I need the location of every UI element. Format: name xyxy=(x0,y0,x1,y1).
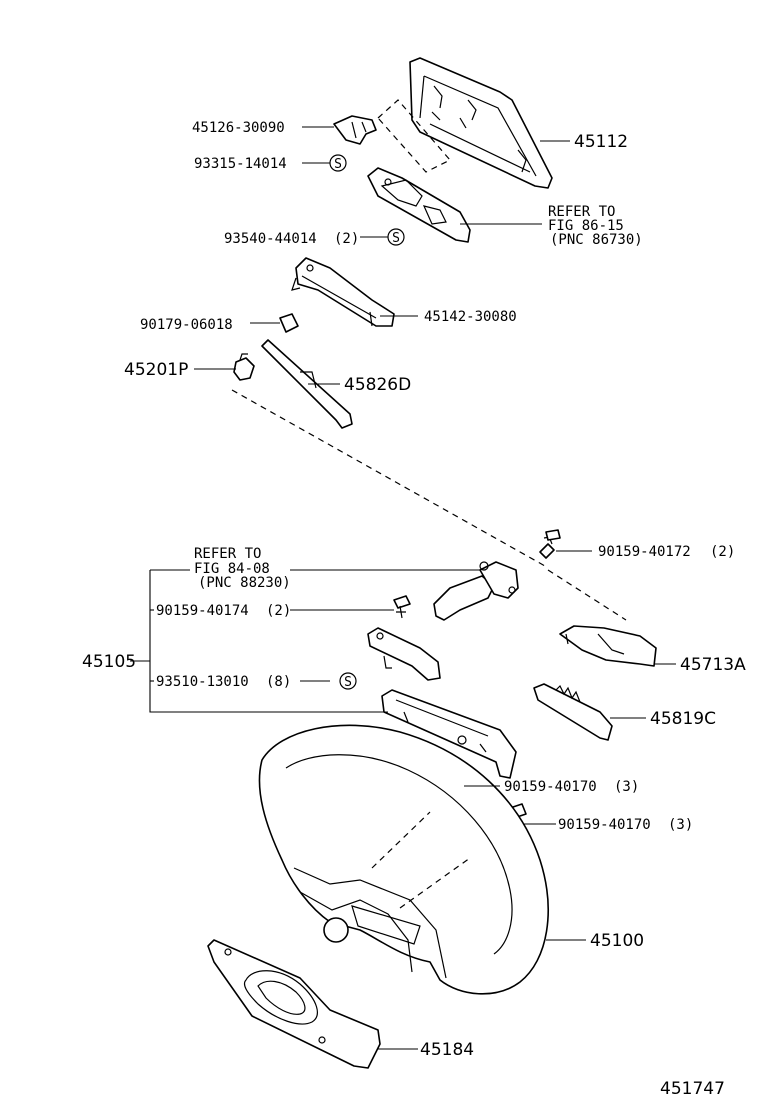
label-93510-13010: 93510-13010 xyxy=(156,674,249,690)
switch-45819c[interactable] xyxy=(533,683,613,741)
label-90159-40170-a: 90159-40170 xyxy=(504,779,597,795)
steering-wheel-45100[interactable] xyxy=(258,724,549,995)
dashed-assembly-line-top xyxy=(377,99,451,173)
label-45105: 45105 xyxy=(82,652,136,672)
label-45713a: 45713A xyxy=(680,655,746,675)
bracket-45105-upper[interactable] xyxy=(367,627,441,681)
bracket-45105-lower[interactable] xyxy=(381,689,517,779)
lower-cover-45184[interactable] xyxy=(207,939,381,1069)
label-45142-30080: 45142-30080 xyxy=(424,309,517,325)
label-90159-40170-b-qty: (3) xyxy=(668,817,693,833)
label-90159-40172-qty: (2) xyxy=(710,544,735,560)
label-90159-40170-b: 90159-40170 xyxy=(558,817,651,833)
dashed-assembly-line-right xyxy=(547,569,627,621)
cap-45201p[interactable] xyxy=(233,353,255,381)
svg-text:S: S xyxy=(392,231,400,246)
cruise-switch-lever[interactable] xyxy=(433,561,519,621)
label-90159-40172: 90159-40172 xyxy=(598,544,691,560)
s-symbol-93510: S xyxy=(339,672,357,690)
label-refer-84-line2: FIG 84-08 xyxy=(194,561,270,577)
rod-45826d[interactable] xyxy=(261,339,353,429)
label-refer-84-line3: (PNC 88230) xyxy=(198,575,291,591)
label-refer-84-line1: REFER TO xyxy=(194,546,261,562)
label-45826d: 45826D xyxy=(344,375,411,395)
clip-45126[interactable] xyxy=(333,115,377,145)
dashed-assembly-line-center xyxy=(231,389,546,567)
s-symbol-93315: S xyxy=(329,154,347,172)
pad-frame-45112[interactable] xyxy=(409,57,553,189)
label-refer-86-line2: FIG 86-15 xyxy=(548,218,624,234)
label-90179-06018: 90179-06018 xyxy=(140,317,233,333)
label-45201p: 45201P xyxy=(124,360,188,380)
label-45126-30090: 45126-30090 xyxy=(192,120,285,136)
label-93540-qty: (2) xyxy=(334,231,359,247)
svg-text:S: S xyxy=(334,157,342,172)
label-45819c: 45819C xyxy=(650,709,716,729)
bracket-45142[interactable] xyxy=(291,257,395,327)
label-45100: 45100 xyxy=(590,931,644,951)
label-45112: 45112 xyxy=(574,132,628,152)
horn-switch-assembly[interactable] xyxy=(367,167,471,243)
svg-text:S: S xyxy=(344,675,352,690)
label-93315-14014: 93315-14014 xyxy=(194,156,287,172)
label-90159-40174-qty: (2) xyxy=(266,603,291,619)
nut-90179[interactable] xyxy=(279,313,299,333)
screw-90159-40172[interactable] xyxy=(539,529,561,559)
bolt-90159-40174[interactable] xyxy=(393,595,411,619)
label-45184: 45184 xyxy=(420,1040,474,1060)
label-refer-86-line1: REFER TO xyxy=(548,204,615,220)
s-symbol-93540: S xyxy=(387,228,405,246)
label-90159-40174: 90159-40174 xyxy=(156,603,249,619)
label-90159-40170-a-qty: (3) xyxy=(614,779,639,795)
label-93540-44014: 93540-44014 xyxy=(224,231,317,247)
cover-45713a[interactable] xyxy=(559,625,657,667)
label-93510-qty: (8) xyxy=(266,674,291,690)
label-refer-86-line3: (PNC 86730) xyxy=(550,232,643,248)
diagram-id: 451747 xyxy=(660,1079,725,1099)
